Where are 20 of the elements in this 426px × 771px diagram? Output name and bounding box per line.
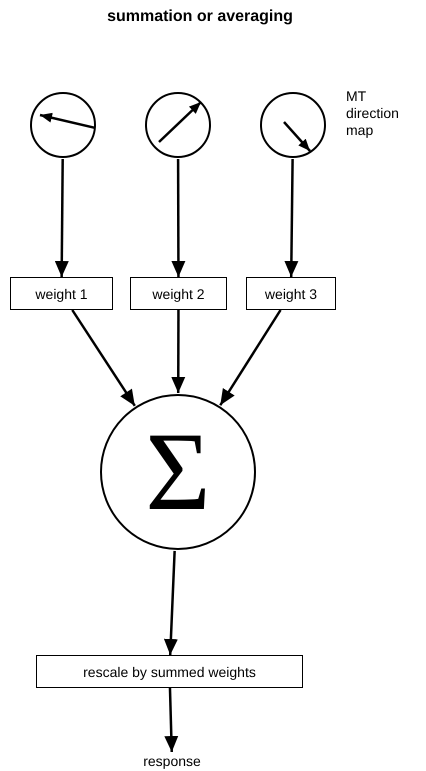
arrow bbox=[284, 158, 298, 278]
arrow bbox=[171, 159, 186, 277]
map-label: MT direction map bbox=[346, 88, 400, 138]
box-label: weight 3 bbox=[264, 286, 318, 302]
arrow bbox=[219, 309, 282, 406]
box-label: weight 1 bbox=[35, 286, 88, 302]
sigma-symbol: Σ bbox=[145, 416, 211, 528]
output-text: response bbox=[132, 752, 212, 770]
arrow bbox=[164, 688, 178, 752]
diagram-title: summation or averaging bbox=[106, 8, 294, 26]
process-box bbox=[246, 277, 336, 310]
arrow bbox=[71, 309, 136, 407]
arrow bbox=[164, 550, 178, 656]
process-box bbox=[36, 655, 303, 688]
process-box bbox=[130, 277, 227, 310]
arrow bbox=[171, 310, 186, 393]
process-box bbox=[10, 277, 113, 310]
box-label: rescale by summed weights bbox=[83, 664, 256, 680]
box-label: weight 2 bbox=[152, 286, 205, 302]
arrow bbox=[54, 159, 69, 278]
